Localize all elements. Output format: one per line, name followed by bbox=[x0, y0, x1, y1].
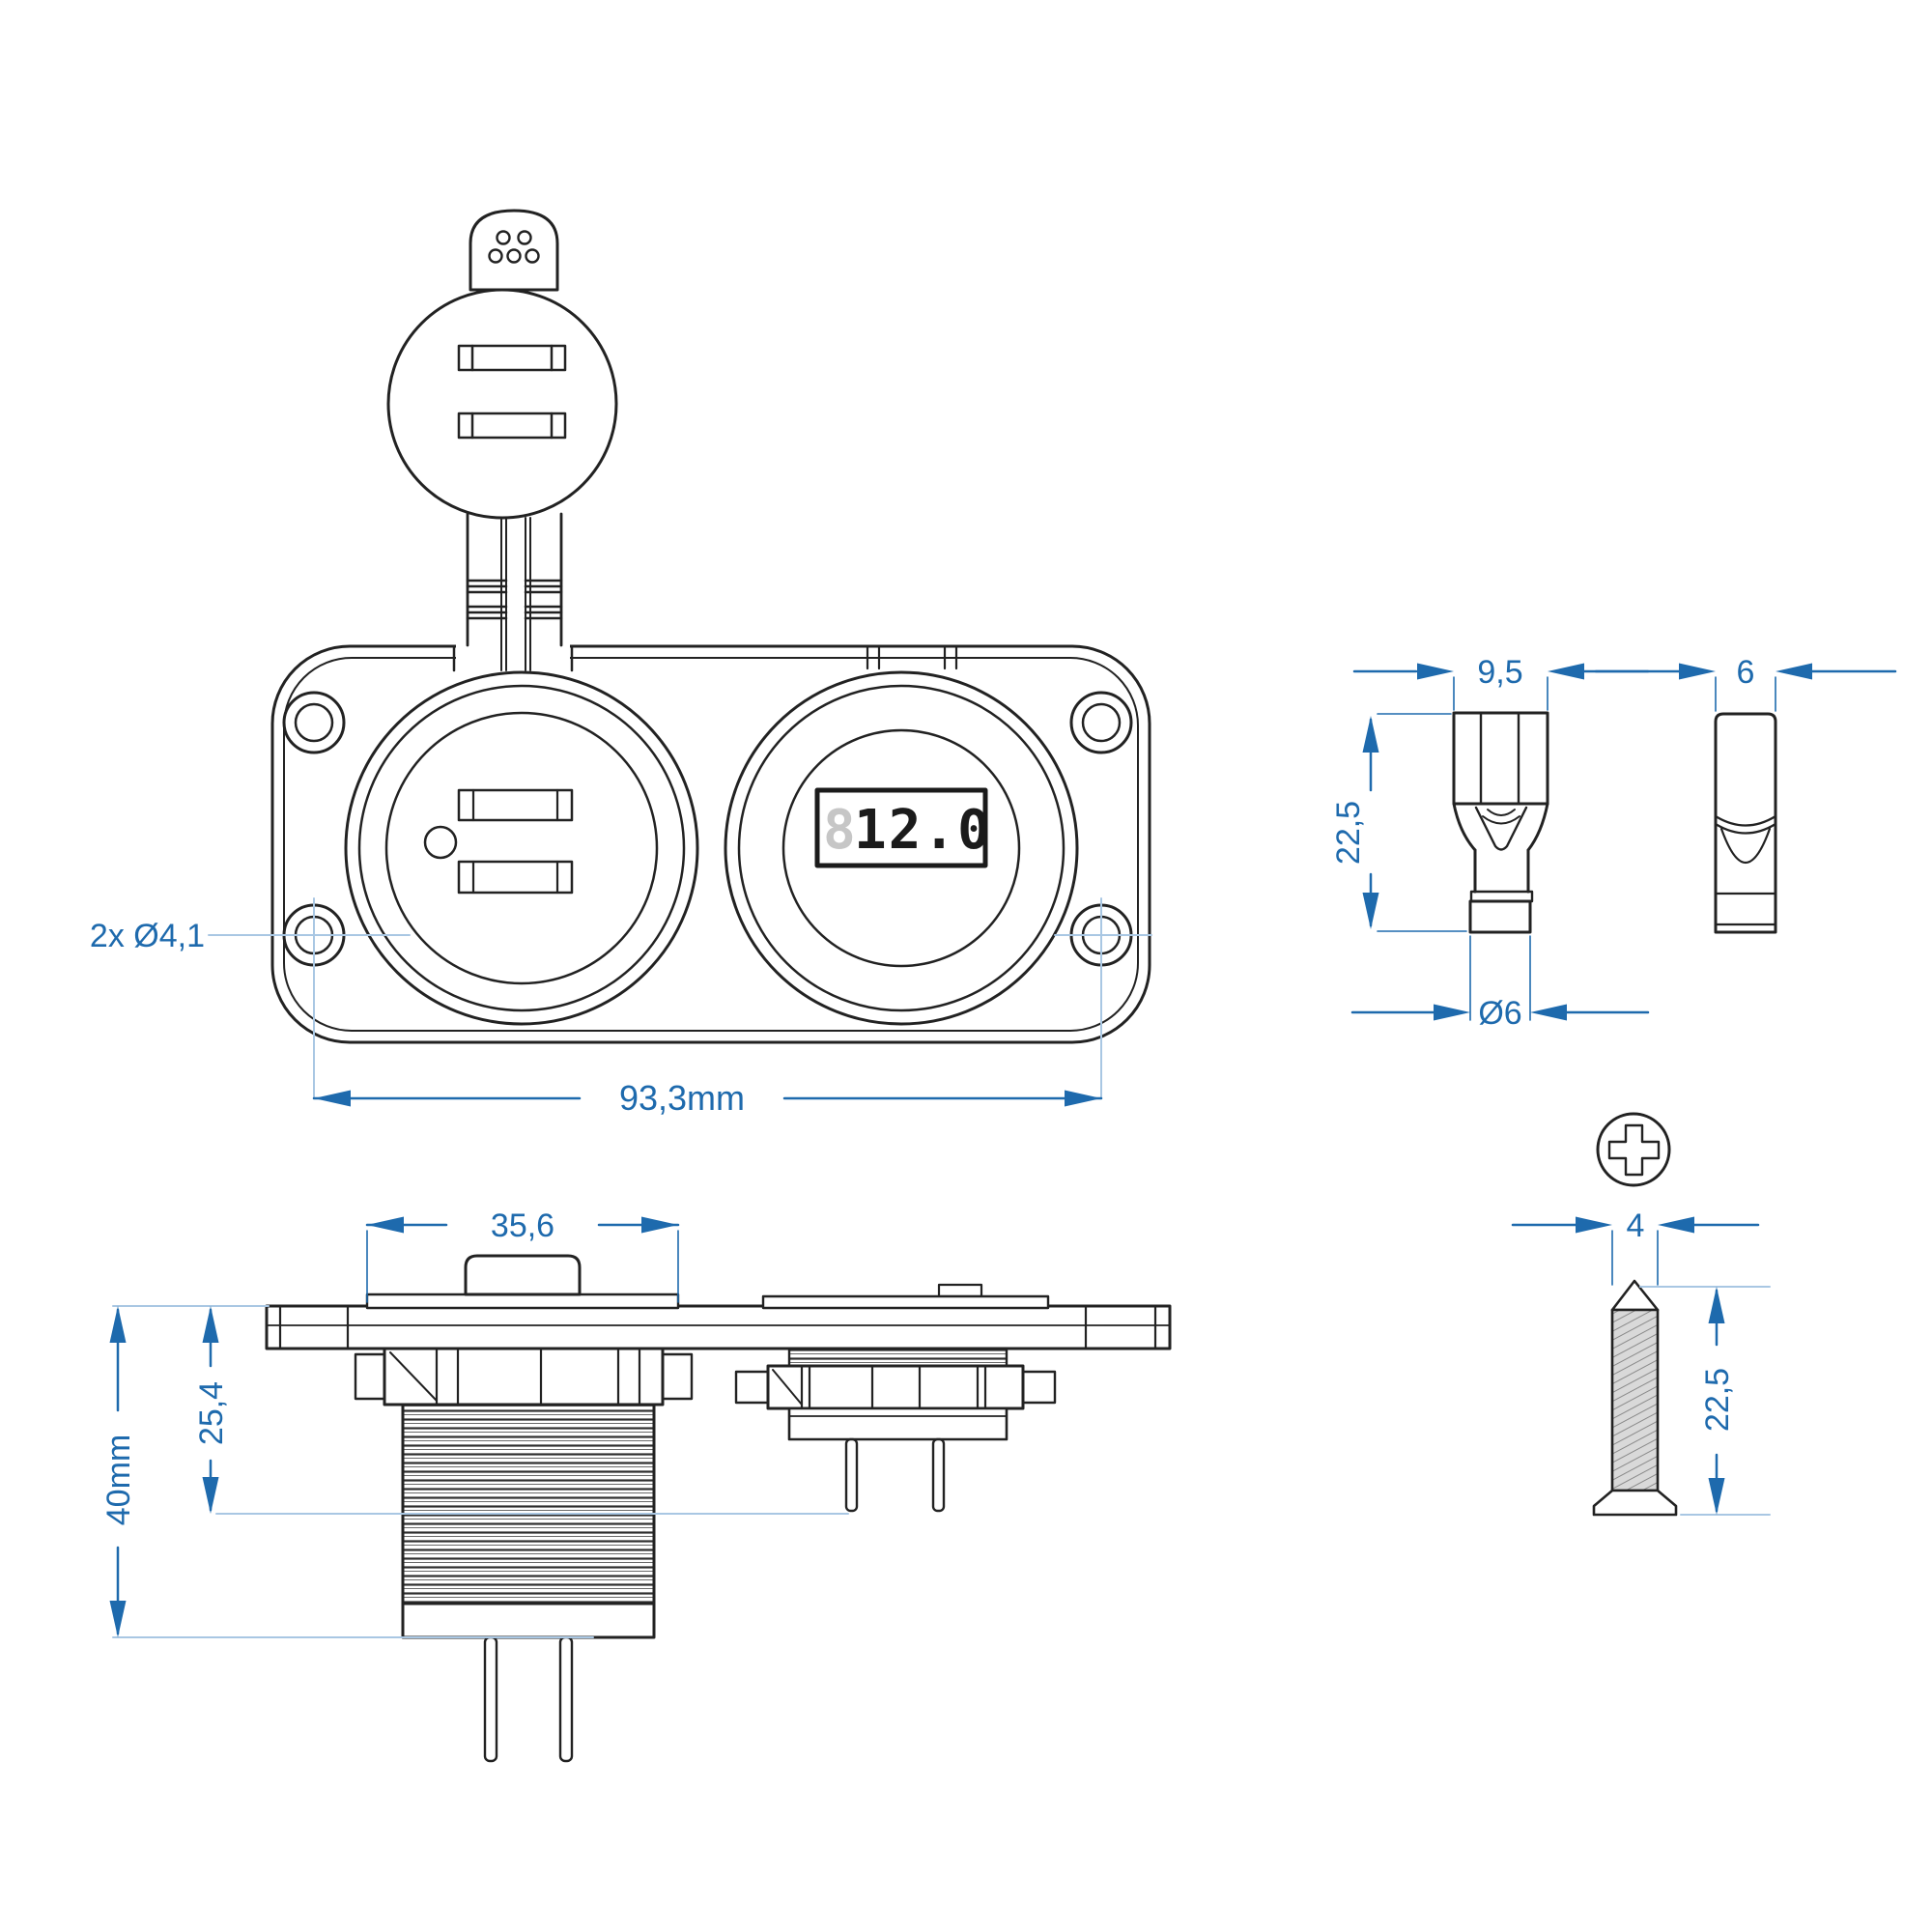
voltmeter-base bbox=[787, 1406, 1009, 1441]
usb-depth-label: 40mm bbox=[100, 1435, 137, 1525]
socket-diameter-label: 35,6 bbox=[491, 1208, 554, 1244]
terminal-barrel-label: Ø6 bbox=[1478, 995, 1521, 1032]
panel-width-label: 93,3mm bbox=[619, 1078, 745, 1118]
usb-body-side bbox=[354, 1347, 694, 1763]
side-extension-lines bbox=[112, 1305, 849, 1638]
cover-cap bbox=[386, 209, 618, 520]
voltmeter-pin-2 bbox=[931, 1437, 946, 1513]
screw-diameter-label: 4 bbox=[1627, 1208, 1645, 1244]
voltmeter-socket: 8 12.0 bbox=[737, 684, 1065, 1012]
cap-grip-dots bbox=[488, 230, 540, 264]
terminal-barrel bbox=[1468, 899, 1532, 934]
voltmeter-pin-1 bbox=[844, 1437, 859, 1513]
spade-terminal-front bbox=[1452, 711, 1549, 934]
dimension-terminal-side-width: 6 bbox=[1594, 654, 1897, 712]
usb-base bbox=[401, 1602, 656, 1639]
dimension-terminal-length: 22,5 bbox=[1330, 713, 1467, 932]
usb-port-2 bbox=[457, 860, 574, 895]
voltmeter-body-side bbox=[734, 1347, 1057, 1513]
screw-countersunk-head bbox=[1592, 1489, 1678, 1517]
terminal-receptacle bbox=[1452, 711, 1549, 806]
terminal-front-view: 9,5 22,5 Ø6 bbox=[1330, 654, 1650, 1032]
dimension-terminal-barrel: Ø6 bbox=[1350, 935, 1650, 1032]
hole-diameter-label: 2x Ø4,1 bbox=[90, 918, 205, 954]
voltmeter-depth-label: 25,4 bbox=[193, 1381, 230, 1445]
voltmeter-flange bbox=[761, 1294, 1050, 1310]
screw-point bbox=[1610, 1279, 1660, 1312]
screw-views: 4 22,5 bbox=[1511, 1112, 1771, 1517]
spade-terminal-side bbox=[1714, 712, 1777, 934]
strap-notch-opening bbox=[456, 639, 570, 676]
led-indicator bbox=[423, 825, 458, 860]
screw-shank bbox=[1610, 1308, 1660, 1492]
terminal-width-label: 9,5 bbox=[1477, 654, 1522, 691]
strap-band-lower bbox=[466, 605, 563, 620]
arrow-left bbox=[314, 1090, 351, 1107]
dimension-screw-length: 22,5 bbox=[1639, 1286, 1771, 1516]
dimension-terminal-width: 9,5 bbox=[1352, 654, 1650, 711]
panel-top-tabs bbox=[866, 644, 958, 670]
crimp-vee bbox=[1474, 806, 1528, 851]
panel-inner-contour bbox=[283, 657, 1139, 1032]
panel-tab-side bbox=[937, 1283, 983, 1298]
cap-usb-slots bbox=[457, 344, 567, 440]
rolled-seam bbox=[1719, 827, 1772, 864]
display-value: 12.0 bbox=[854, 799, 992, 862]
strap-notch-walls bbox=[452, 644, 574, 672]
hinge-strap bbox=[466, 512, 563, 671]
terminal-neck bbox=[1473, 848, 1530, 894]
usb-flange bbox=[365, 1293, 680, 1310]
dimension-usb-depth: 40mm bbox=[100, 1306, 137, 1637]
plate bbox=[265, 1304, 1172, 1350]
plate-end-caps bbox=[278, 1304, 1157, 1350]
screw-length-label: 22,5 bbox=[1699, 1368, 1736, 1432]
display-ghost-digit: 8 bbox=[823, 799, 858, 862]
voltmeter-thread bbox=[787, 1347, 1009, 1368]
terminal-side-view: 6 bbox=[1594, 654, 1897, 934]
dimension-screw-diameter: 4 bbox=[1511, 1208, 1760, 1286]
usb-socket-outer-ring bbox=[344, 670, 699, 1026]
screw-top-view bbox=[1596, 1112, 1671, 1187]
phillips-cross-icon bbox=[1607, 1123, 1661, 1177]
strap-band-upper bbox=[466, 579, 563, 594]
dimension-voltmeter-depth: 25,4 bbox=[193, 1306, 230, 1514]
usb-pin-1 bbox=[483, 1635, 498, 1763]
cap-body bbox=[386, 288, 618, 520]
usb-mounting-nut bbox=[383, 1347, 665, 1406]
usb-pin-2 bbox=[558, 1635, 574, 1763]
voltmeter-display bbox=[814, 787, 988, 868]
usb-threaded-barrel bbox=[401, 1403, 656, 1605]
dimension-socket-diameter: 35,6 bbox=[365, 1208, 680, 1303]
centerlines bbox=[208, 897, 1152, 1099]
usb-port-1 bbox=[457, 788, 574, 822]
front-view: 8 12.0 2x Ø4,1 93,3mm bbox=[90, 209, 1152, 1118]
terminal-side-width-label: 6 bbox=[1737, 654, 1755, 691]
screw-side-view bbox=[1592, 1279, 1678, 1517]
terminal-length-label: 22,5 bbox=[1330, 801, 1367, 865]
cap-bump bbox=[464, 1254, 582, 1296]
dimension-hole-diameter: 2x Ø4,1 bbox=[90, 918, 205, 954]
dimension-panel-width: 93,3mm bbox=[312, 1078, 1103, 1118]
usb-socket bbox=[357, 684, 686, 1012]
side-view: 35,6 40mm 25,4 bbox=[100, 1208, 1172, 1763]
arrow-right bbox=[1065, 1090, 1101, 1107]
strap-inner-rails bbox=[500, 517, 531, 671]
